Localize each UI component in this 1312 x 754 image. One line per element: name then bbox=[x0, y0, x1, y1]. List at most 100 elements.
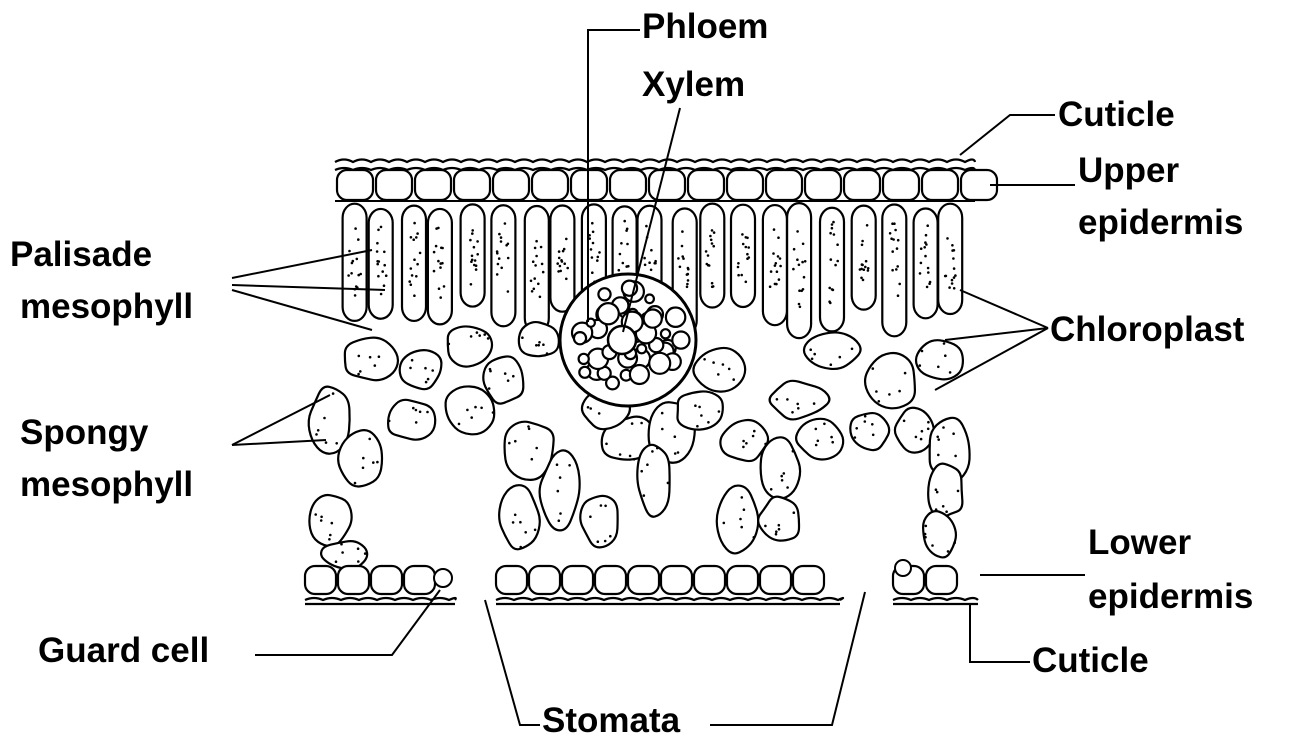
vascular-cell bbox=[579, 367, 590, 378]
chloroplast-dot bbox=[783, 472, 786, 475]
chloroplast-dot bbox=[791, 411, 794, 414]
chloroplast-dot bbox=[556, 262, 559, 265]
chloroplast-dot bbox=[413, 222, 416, 225]
chloroplast-dot bbox=[589, 515, 592, 518]
chloroplast-dot bbox=[776, 398, 779, 401]
guard-cell bbox=[434, 569, 452, 587]
upper-epidermis-cell bbox=[337, 170, 373, 200]
chloroplast-dot bbox=[776, 270, 779, 273]
chloroplast-dot bbox=[416, 232, 419, 235]
chloroplast-dot bbox=[829, 232, 832, 235]
chloroplast-dot bbox=[519, 521, 522, 524]
chloroplast-dot bbox=[376, 461, 379, 464]
chloroplast-dot bbox=[953, 276, 956, 279]
chloroplast-dot bbox=[920, 438, 923, 441]
chloroplast-dot bbox=[859, 268, 862, 271]
chloroplast-dot bbox=[937, 454, 940, 457]
chloroplast-dot bbox=[863, 268, 866, 271]
chloroplast-dot bbox=[332, 392, 335, 395]
palisade-cell bbox=[550, 206, 574, 312]
chloroplast-dot bbox=[598, 251, 601, 254]
spongy-cell bbox=[865, 353, 915, 408]
vascular-cell bbox=[598, 303, 619, 324]
chloroplast-dot bbox=[458, 423, 461, 426]
chloroplast-dot bbox=[694, 404, 697, 407]
leader-line bbox=[960, 115, 1055, 155]
chloroplast-dot bbox=[831, 227, 834, 230]
chloroplast-dot bbox=[590, 248, 593, 251]
chloroplast-dot bbox=[889, 232, 892, 235]
chloroplast-dot bbox=[559, 476, 562, 479]
chloroplast-dot bbox=[411, 359, 414, 362]
chloroplast-dot bbox=[512, 375, 515, 378]
spongy-cell bbox=[761, 437, 800, 498]
chloroplast-dot bbox=[412, 407, 415, 410]
chloroplast-dot bbox=[745, 246, 748, 249]
chloroplast-dot bbox=[368, 438, 371, 441]
chloroplast-dot bbox=[796, 258, 799, 261]
label-cuticle-bottom: Cuticle bbox=[1032, 640, 1149, 682]
chloroplast-dot bbox=[872, 434, 875, 437]
chloroplast-dot bbox=[439, 266, 442, 269]
chloroplast-dot bbox=[944, 275, 947, 278]
chloroplast-dot bbox=[927, 271, 930, 274]
vascular-cell bbox=[579, 354, 589, 364]
chloroplast-dot bbox=[357, 560, 360, 563]
chloroplast-dot bbox=[413, 258, 416, 261]
chloroplast-dot bbox=[341, 551, 344, 554]
chloroplast-dot bbox=[830, 258, 833, 261]
chloroplast-dot bbox=[953, 267, 956, 270]
chloroplast-dot bbox=[500, 267, 503, 270]
vascular-cell bbox=[574, 332, 586, 344]
chloroplast-dot bbox=[798, 264, 801, 267]
chloroplast-dot bbox=[415, 409, 418, 412]
chloroplast-dot bbox=[711, 282, 714, 285]
chloroplast-dot bbox=[944, 354, 947, 357]
palisade-cell bbox=[914, 209, 938, 319]
chloroplast-dot bbox=[474, 406, 477, 409]
chloroplast-dot bbox=[817, 440, 820, 443]
chloroplast-dot bbox=[687, 279, 690, 282]
lower-epidermis-cell bbox=[793, 566, 824, 594]
chloroplast-dot bbox=[591, 256, 594, 259]
chloroplast-dot bbox=[855, 427, 858, 430]
chloroplast-dot bbox=[935, 488, 938, 491]
chloroplast-dot bbox=[329, 534, 332, 537]
chloroplast-dot bbox=[892, 238, 895, 241]
vascular-cell bbox=[637, 344, 646, 353]
lower-epidermis-cell bbox=[760, 566, 791, 594]
chloroplast-dot bbox=[862, 279, 865, 282]
chloroplast-dot bbox=[535, 447, 538, 450]
chloroplast-dot bbox=[705, 250, 708, 253]
chloroplast-dot bbox=[919, 364, 922, 367]
chloroplast-dot bbox=[633, 458, 636, 461]
chloroplast-dot bbox=[471, 229, 474, 232]
chloroplast-dot bbox=[952, 257, 955, 260]
vascular-cell bbox=[630, 365, 649, 384]
label-spongy-line2: mesophyll bbox=[20, 464, 193, 506]
lower-cuticle-line bbox=[496, 598, 843, 600]
spongy-cell bbox=[804, 332, 861, 369]
chloroplast-dot bbox=[891, 269, 894, 272]
chloroplast-dot bbox=[942, 505, 945, 508]
chloroplast-dot bbox=[723, 522, 726, 525]
chloroplast-dot bbox=[604, 505, 607, 508]
chloroplast-dot bbox=[864, 266, 867, 269]
vascular-cell bbox=[598, 288, 610, 300]
chloroplast-dot bbox=[891, 222, 894, 225]
chloroplast-dot bbox=[696, 425, 699, 428]
chloroplast-dot bbox=[712, 361, 715, 364]
chloroplast-dot bbox=[558, 519, 561, 522]
chloroplast-dot bbox=[921, 430, 924, 433]
chloroplast-dot bbox=[898, 283, 901, 286]
chloroplast-dot bbox=[897, 239, 900, 242]
chloroplast-dot bbox=[383, 264, 386, 267]
chloroplast-dot bbox=[335, 442, 338, 445]
chloroplast-dot bbox=[476, 331, 479, 334]
chloroplast-dot bbox=[667, 482, 670, 485]
chloroplast-dot bbox=[741, 496, 744, 499]
chloroplast-dot bbox=[566, 267, 569, 270]
chloroplast-dot bbox=[896, 265, 899, 268]
spongy-cell bbox=[388, 400, 435, 440]
chloroplast-dot bbox=[643, 494, 646, 497]
